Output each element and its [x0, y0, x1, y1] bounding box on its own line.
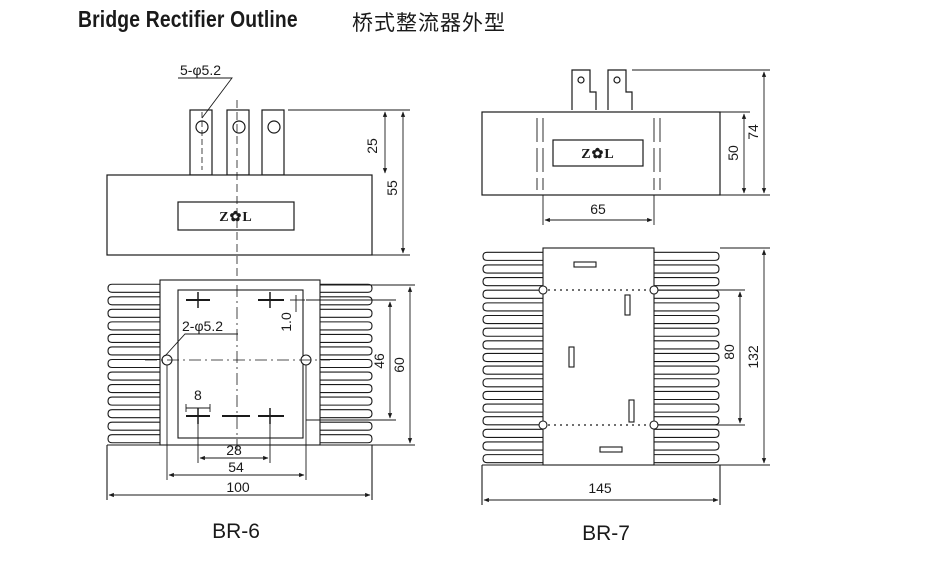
br7-dim-body-height: 50: [725, 145, 741, 161]
br6-dim-holes-top: 5-φ5.2: [180, 62, 221, 78]
br6-model-label: BR-6: [212, 520, 260, 543]
br6-dim-body-height: 55: [384, 180, 400, 196]
br6-dim-holes-base: 2-φ5.2: [182, 318, 223, 334]
br6-terminal-3: [261, 109, 285, 176]
br6-logo-text: Z✿L: [219, 210, 252, 225]
br6-dim-hole-spacing-h: 54: [228, 459, 244, 475]
br6-heatsink: [106, 279, 373, 500]
br7-logo-text: Z✿L: [581, 147, 614, 162]
br6-label-box: [177, 201, 295, 231]
page-title-chinese: 桥式整流器外型: [352, 11, 506, 35]
br7-label-box: [552, 139, 644, 167]
br6-terminal-hole-2: [232, 120, 246, 134]
br7-dim-body-width: 65: [590, 201, 606, 217]
br6-module-outline: [177, 289, 304, 439]
br7-side-view: [481, 69, 721, 196]
br6-terminal-1: [189, 109, 213, 176]
br6-dim-hole-spacing-v: 46: [371, 353, 387, 369]
page-title: Bridge Rectifier Outline: [78, 6, 298, 32]
br7-module-outline: [542, 247, 655, 466]
br6-terminal-2: [226, 109, 250, 176]
br7-dim-base-height: 132: [745, 345, 761, 369]
br6-dim-base-height: 60: [391, 357, 407, 373]
br6-dim-terminal-span: 28: [226, 442, 242, 458]
br7-dim-hole-spacing-v: 80: [721, 344, 737, 360]
br6-terminal-hole-3: [267, 120, 281, 134]
br6-dim-small: 8: [194, 387, 202, 403]
br6-body: [106, 174, 373, 256]
br7-model-label: BR-7: [582, 522, 630, 545]
br6-dim-width: 100: [226, 479, 250, 495]
br6-side-view: [106, 77, 373, 285]
br7-terminal-2: [607, 69, 633, 110]
br6-dim-terminal-height: 25: [364, 138, 380, 154]
br6-dim-offset: 1.0: [278, 312, 294, 332]
br7-dim-total-height: 74: [745, 124, 761, 140]
br7-heatsink: [481, 247, 721, 505]
br7-terminal-1: [571, 69, 597, 110]
br7-dim-width: 145: [588, 480, 612, 496]
